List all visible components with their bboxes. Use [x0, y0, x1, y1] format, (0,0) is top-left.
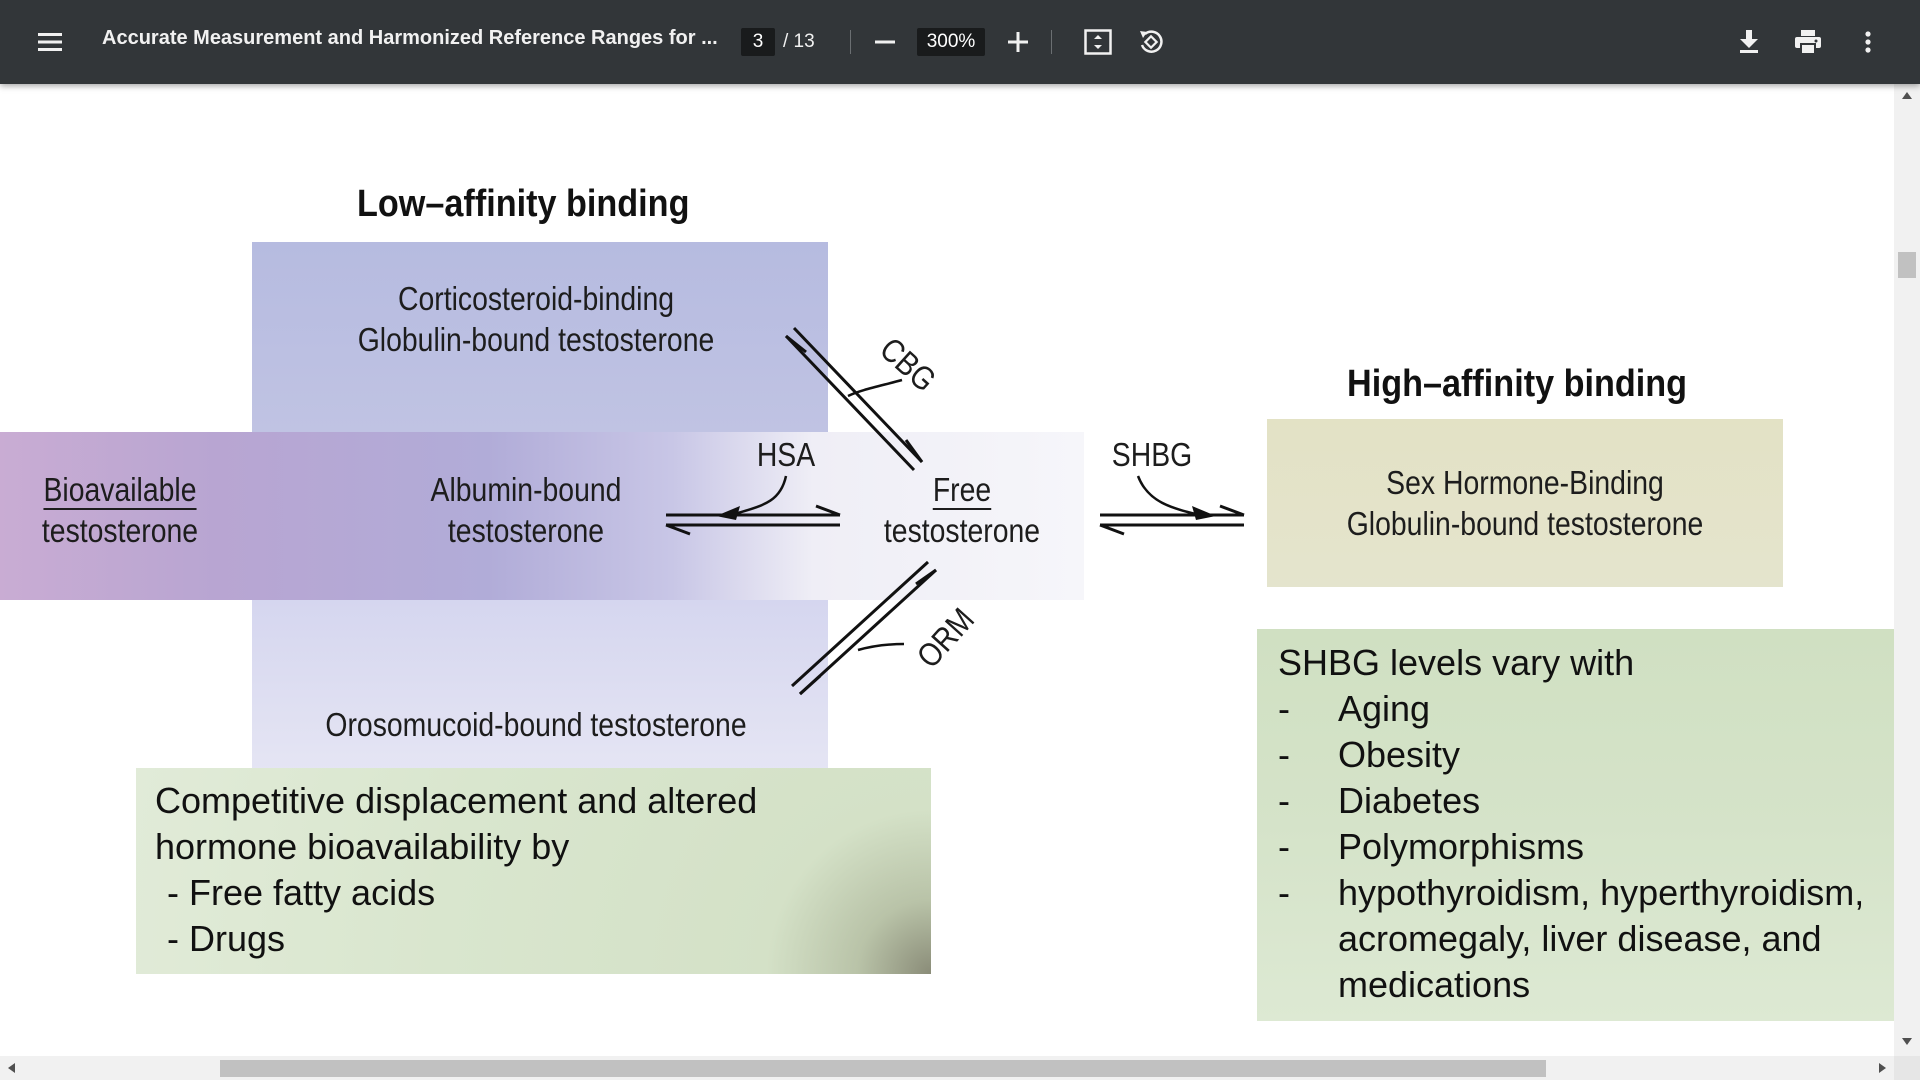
rotate-icon[interactable]	[1129, 20, 1173, 64]
pdf-toolbar: Accurate Measurement and Harmonized Refe…	[0, 0, 1920, 84]
pdf-viewport[interactable]: Low–affinity binding High–affinity bindi…	[0, 84, 1894, 1056]
orosomucoid-bound-label: Orosomucoid-bound testosterone	[325, 706, 747, 743]
cbg-bound-label: Corticosteroid-binding Globulin-bound te…	[357, 280, 715, 358]
orm-equilibrium-arrow	[790, 560, 938, 696]
page-number-input[interactable]: 3	[741, 28, 775, 56]
fit-page-icon[interactable]	[1076, 20, 1120, 64]
zoom-out-icon[interactable]	[863, 20, 907, 64]
albumin-bound-label: Albumin-bound testosterone	[430, 471, 622, 549]
scroll-up-arrow-icon[interactable]	[1902, 92, 1912, 99]
shbg-bound-box	[1267, 419, 1783, 587]
vertical-scrollbar-thumb[interactable]	[1898, 252, 1916, 278]
cbg-equilibrium-arrow	[784, 326, 924, 472]
scroll-right-arrow-icon[interactable]	[1879, 1063, 1886, 1073]
equilibrium-arrows	[665, 326, 1245, 696]
shbg-levels-heading: SHBG levels vary with	[1278, 642, 1635, 683]
competitive-displacement-box	[136, 768, 931, 974]
scroll-down-arrow-icon[interactable]	[1902, 1038, 1912, 1045]
shbg-levels-text: SHBG levels vary with -Aging -Obesity -D…	[1278, 642, 1865, 1005]
shbg-bound-label: Sex Hormone-Binding Globulin-bound testo…	[1346, 464, 1704, 542]
free-testosterone-label: Free testosterone	[883, 471, 1041, 549]
scroll-left-arrow-icon[interactable]	[8, 1063, 15, 1073]
competitive-displacement-text: Competitive displacement and altered hor…	[155, 780, 758, 959]
zoom-in-icon[interactable]	[996, 20, 1040, 64]
vertical-scrollbar[interactable]	[1894, 84, 1920, 1056]
shbg-levels-box	[1257, 629, 1894, 1021]
toolbar-divider	[1051, 30, 1052, 54]
shbg-equilibrium-arrow	[1099, 475, 1245, 536]
download-icon[interactable]	[1727, 20, 1771, 64]
toolbar-divider	[850, 30, 851, 54]
menu-icon[interactable]	[28, 20, 72, 64]
horizontal-scrollbar-thumb[interactable]	[220, 1060, 1546, 1077]
low-affinity-heading: Low–affinity binding	[357, 183, 690, 225]
more-vert-icon[interactable]	[1846, 20, 1890, 64]
horizontal-scrollbar[interactable]	[0, 1056, 1894, 1080]
page-total: / 13	[783, 31, 815, 52]
print-icon[interactable]	[1786, 20, 1830, 64]
high-affinity-heading: High–affinity binding	[1347, 363, 1688, 405]
document-title: Accurate Measurement and Harmonized Refe…	[102, 27, 718, 49]
bioavailable-label: Bioavailable testosterone	[41, 471, 199, 549]
zoom-level-input[interactable]: 300%	[917, 28, 985, 56]
shbg-label: SHBG	[1111, 436, 1193, 473]
low-affinity-band-bottom	[252, 600, 828, 782]
scrollbar-corner	[1894, 1056, 1920, 1080]
hsa-equilibrium-arrow	[665, 475, 841, 536]
low-affinity-band-top	[252, 242, 828, 432]
hsa-label: HSA	[756, 436, 816, 473]
